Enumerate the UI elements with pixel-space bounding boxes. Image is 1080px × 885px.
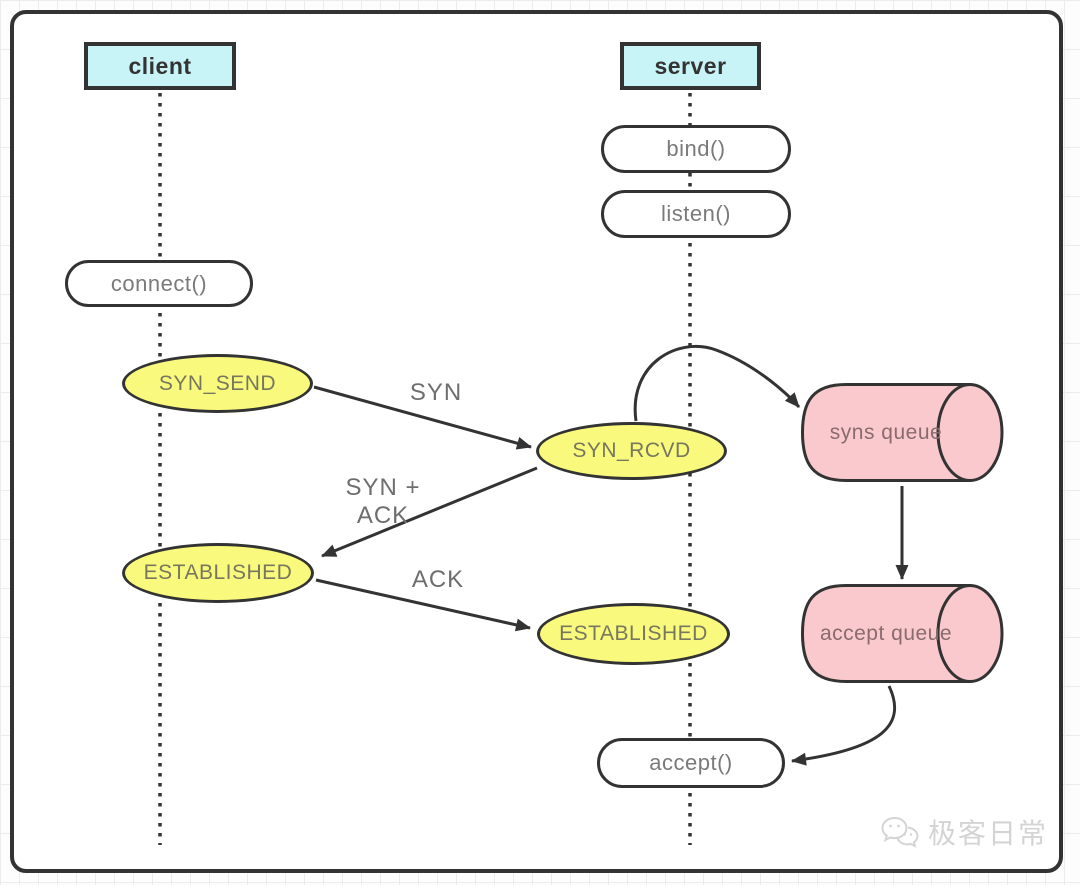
watermark: 极客日常 bbox=[880, 812, 1048, 852]
cylinder-shape bbox=[800, 584, 1004, 683]
watermark-text: 极客日常 bbox=[927, 818, 1048, 849]
bind-call-box: bind() bbox=[601, 125, 791, 173]
accept-queue-cylinder: accept queue bbox=[800, 583, 1006, 684]
syn-ack-edge-label: SYN + ACK bbox=[345, 474, 421, 529]
established-client-state: ESTABLISHED bbox=[122, 543, 314, 603]
syn-edge-label: SYN bbox=[409, 379, 463, 406]
ack-edge-label: ACK bbox=[411, 566, 465, 593]
accept-call-box: accept() bbox=[597, 738, 785, 788]
wechat-icon bbox=[881, 816, 919, 848]
established-server-state: ESTABLISHED bbox=[537, 603, 730, 665]
server-actor-box: server bbox=[620, 42, 761, 90]
syn-send-state: SYN_SEND bbox=[122, 354, 313, 413]
listen-call-box: listen() bbox=[601, 190, 791, 238]
connect-call-box: connect() bbox=[65, 260, 253, 307]
client-actor-box: client bbox=[84, 42, 236, 90]
accept-queue-label: accept queue bbox=[819, 621, 953, 645]
syn-rcvd-state: SYN_RCVD bbox=[536, 422, 727, 480]
cylinder-shape bbox=[800, 383, 1004, 482]
syns-queue-label: syns queue bbox=[829, 420, 943, 444]
syns-queue-cylinder: syns queue bbox=[800, 382, 1006, 483]
